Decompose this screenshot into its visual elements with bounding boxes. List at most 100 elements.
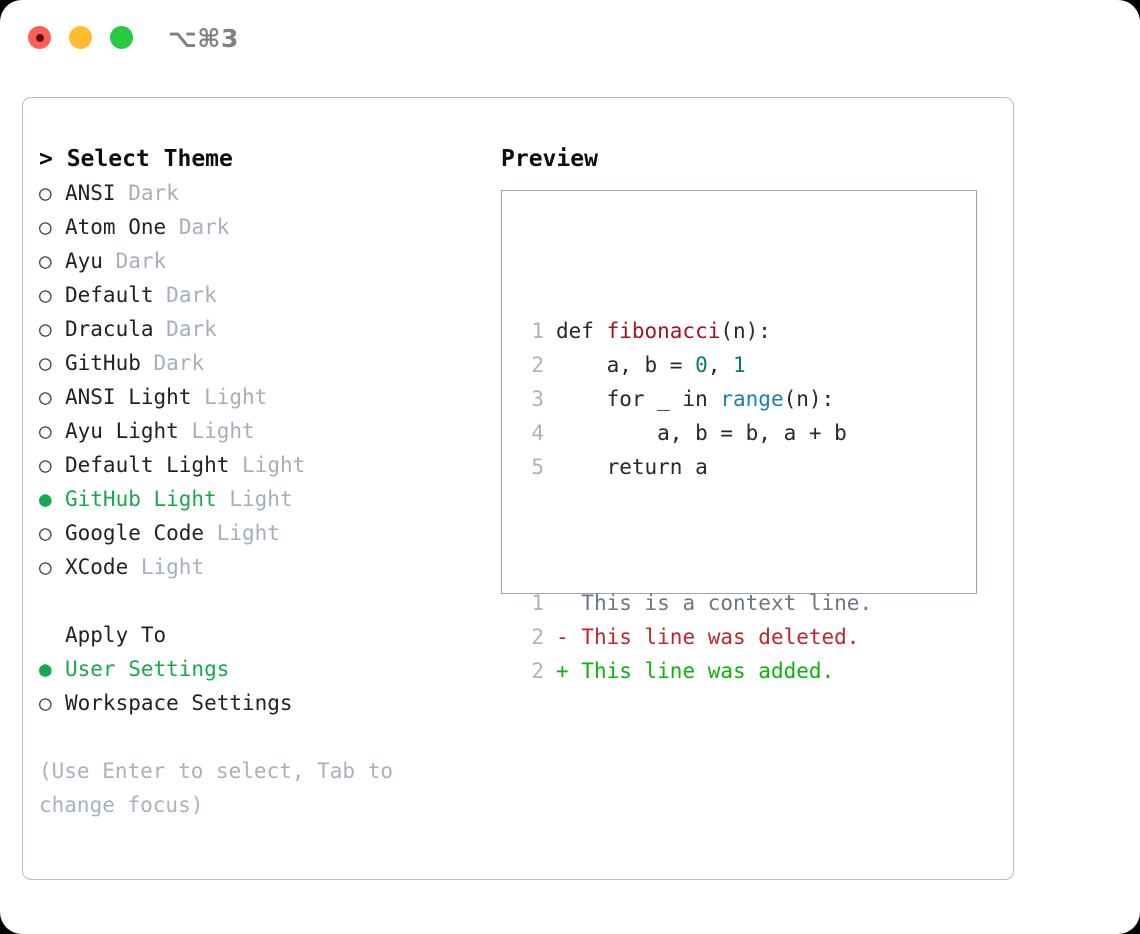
diff-line: 1 This is a context line. xyxy=(516,586,872,620)
code-token: a, b = xyxy=(556,353,696,377)
theme-option-ansi-light[interactable]: ○ANSI Light Light xyxy=(39,380,479,414)
line-number: 5 xyxy=(531,455,544,479)
apply-to-option-workspace-settings[interactable]: ○ Workspace Settings xyxy=(39,686,479,720)
name-variant-separator xyxy=(141,346,154,380)
code-token: range xyxy=(720,387,784,411)
diff-line: 2- This line was deleted. xyxy=(516,620,872,654)
apply-to-option-label: User Settings xyxy=(65,657,230,681)
diff-sign xyxy=(556,586,581,620)
apply-to-label: Apply To xyxy=(65,623,167,647)
theme-option-list[interactable]: ○ ANSI Dark ○ Atom One Dark ○ Ayu Dark ○ Defaul… xyxy=(39,176,479,584)
line-number: 2 xyxy=(531,659,544,683)
theme-variant-badge: Dark xyxy=(178,215,230,239)
code-token: (n): xyxy=(720,319,771,343)
theme-option-dracula[interactable]: ○Dracula Dark xyxy=(39,312,479,346)
radio-unselected-icon: ○ xyxy=(39,385,52,409)
theme-name: Google Code xyxy=(65,521,205,545)
radio-unselected-icon: ○ xyxy=(39,351,52,375)
code-token: for _ in xyxy=(556,387,721,411)
keyboard-hint-text: (Use Enter to select, Tab to change focu… xyxy=(39,759,406,817)
diff-text: This is a context line. xyxy=(581,591,873,615)
line-number: 3 xyxy=(531,387,544,411)
radio-unselected-icon: ○ xyxy=(39,215,52,239)
theme-option-github[interactable]: ○GitHub Dark xyxy=(39,346,479,380)
preview-heading: Preview xyxy=(501,146,598,172)
theme-option-ayu[interactable]: ○ Ayu Dark xyxy=(39,244,479,278)
radio-unselected-icon: ○ xyxy=(39,283,52,307)
title-bar: ⌥⌘3 xyxy=(0,0,1140,78)
theme-option-atom-one[interactable]: ○ Atom One Dark xyxy=(39,210,479,244)
theme-name: Default Light xyxy=(65,453,230,477)
diff-text: This line was deleted. xyxy=(581,625,860,649)
name-variant-separator xyxy=(217,482,230,516)
apply-to-marker-spacer: ○ xyxy=(39,618,65,652)
name-variant-separator xyxy=(154,312,167,346)
theme-variant-badge: Light xyxy=(229,487,293,511)
theme-name: Ayu xyxy=(65,249,103,273)
traffic-lights xyxy=(28,26,133,49)
radio-unselected-icon: ○ xyxy=(39,691,52,715)
theme-option-ayu-light[interactable]: ○Ayu Light Light xyxy=(39,414,479,448)
theme-name: GitHub xyxy=(65,351,141,375)
theme-name: XCode xyxy=(65,555,129,579)
line-number: 1 xyxy=(531,591,544,615)
theme-name: Ayu Light xyxy=(65,419,179,443)
theme-name: Default xyxy=(65,283,154,307)
theme-name: Atom One xyxy=(65,215,167,239)
code-token: , xyxy=(707,353,734,377)
close-window-icon[interactable] xyxy=(28,26,51,49)
theme-variant-badge: Dark xyxy=(166,283,217,307)
theme-variant-badge: Dark xyxy=(166,317,217,341)
theme-variant-badge: Light xyxy=(216,521,280,545)
theme-variant-badge: Light xyxy=(140,555,205,579)
theme-name: ANSI Light xyxy=(65,385,192,409)
radio-selected-icon: ● xyxy=(39,657,52,681)
code-token: def xyxy=(556,319,607,343)
apply-to-option-list[interactable]: ● User Settings ○ Workspace Settings xyxy=(39,652,479,720)
theme-selection-column: > Select Theme ○ANSI Dark○Atom One Dark○… xyxy=(39,142,479,822)
list-spacer xyxy=(39,584,479,618)
diff-sign: + xyxy=(556,659,582,683)
maximize-window-icon[interactable] xyxy=(110,26,133,49)
radio-unselected-icon: ○ xyxy=(39,521,52,545)
line-number: 2 xyxy=(531,353,544,377)
name-variant-separator xyxy=(229,448,242,482)
apply-to-heading: ○ Apply To xyxy=(39,618,479,652)
theme-option-default-light[interactable]: ○ Default Light Light xyxy=(39,448,479,482)
code-token: a, b = b, a + b xyxy=(556,421,847,445)
theme-option-ansi[interactable]: ○ ANSI Dark xyxy=(39,176,479,210)
name-variant-separator xyxy=(154,278,167,312)
apply-to-option-user-settings[interactable]: ● User Settings xyxy=(39,652,479,686)
theme-name: ANSI xyxy=(65,181,116,205)
theme-option-default[interactable]: ○ Default Dark xyxy=(39,278,479,312)
theme-option-google-code[interactable]: ○ Google Code Light xyxy=(39,516,479,550)
diff-line: 2 + This line was added. xyxy=(516,654,872,688)
theme-variant-badge: Dark xyxy=(115,249,167,273)
radio-unselected-icon: ○ xyxy=(39,249,52,273)
code-line: 3 for _ in range(n): xyxy=(516,382,872,416)
code-token: 0 xyxy=(695,353,708,377)
name-variant-separator xyxy=(179,414,192,448)
theme-name: GitHub Light xyxy=(65,487,217,511)
theme-option-xcode[interactable]: ○XCode Light xyxy=(39,550,479,584)
code-line: 4 a, b = b, a + b xyxy=(516,416,872,450)
theme-option-github-light[interactable]: ●GitHub Light Light xyxy=(39,482,479,516)
name-variant-separator xyxy=(103,244,116,278)
name-variant-separator xyxy=(128,550,141,584)
apply-to-option-label: Workspace Settings xyxy=(65,691,293,715)
minimize-window-icon[interactable] xyxy=(69,26,92,49)
keyboard-shortcut-label: ⌥⌘3 xyxy=(168,24,239,53)
radio-unselected-icon: ○ xyxy=(39,453,52,477)
radio-unselected-icon: ○ xyxy=(39,181,52,205)
theme-variant-badge: Light xyxy=(242,453,306,477)
code-token: (n): xyxy=(783,387,835,411)
theme-variant-badge: Dark xyxy=(128,181,179,205)
diff-text: This line was added. xyxy=(581,659,835,683)
name-variant-separator xyxy=(191,380,204,414)
code-token: 1 xyxy=(733,353,746,377)
theme-picker-panel: > Select Theme ○ANSI Dark○Atom One Dark○… xyxy=(22,97,1014,880)
